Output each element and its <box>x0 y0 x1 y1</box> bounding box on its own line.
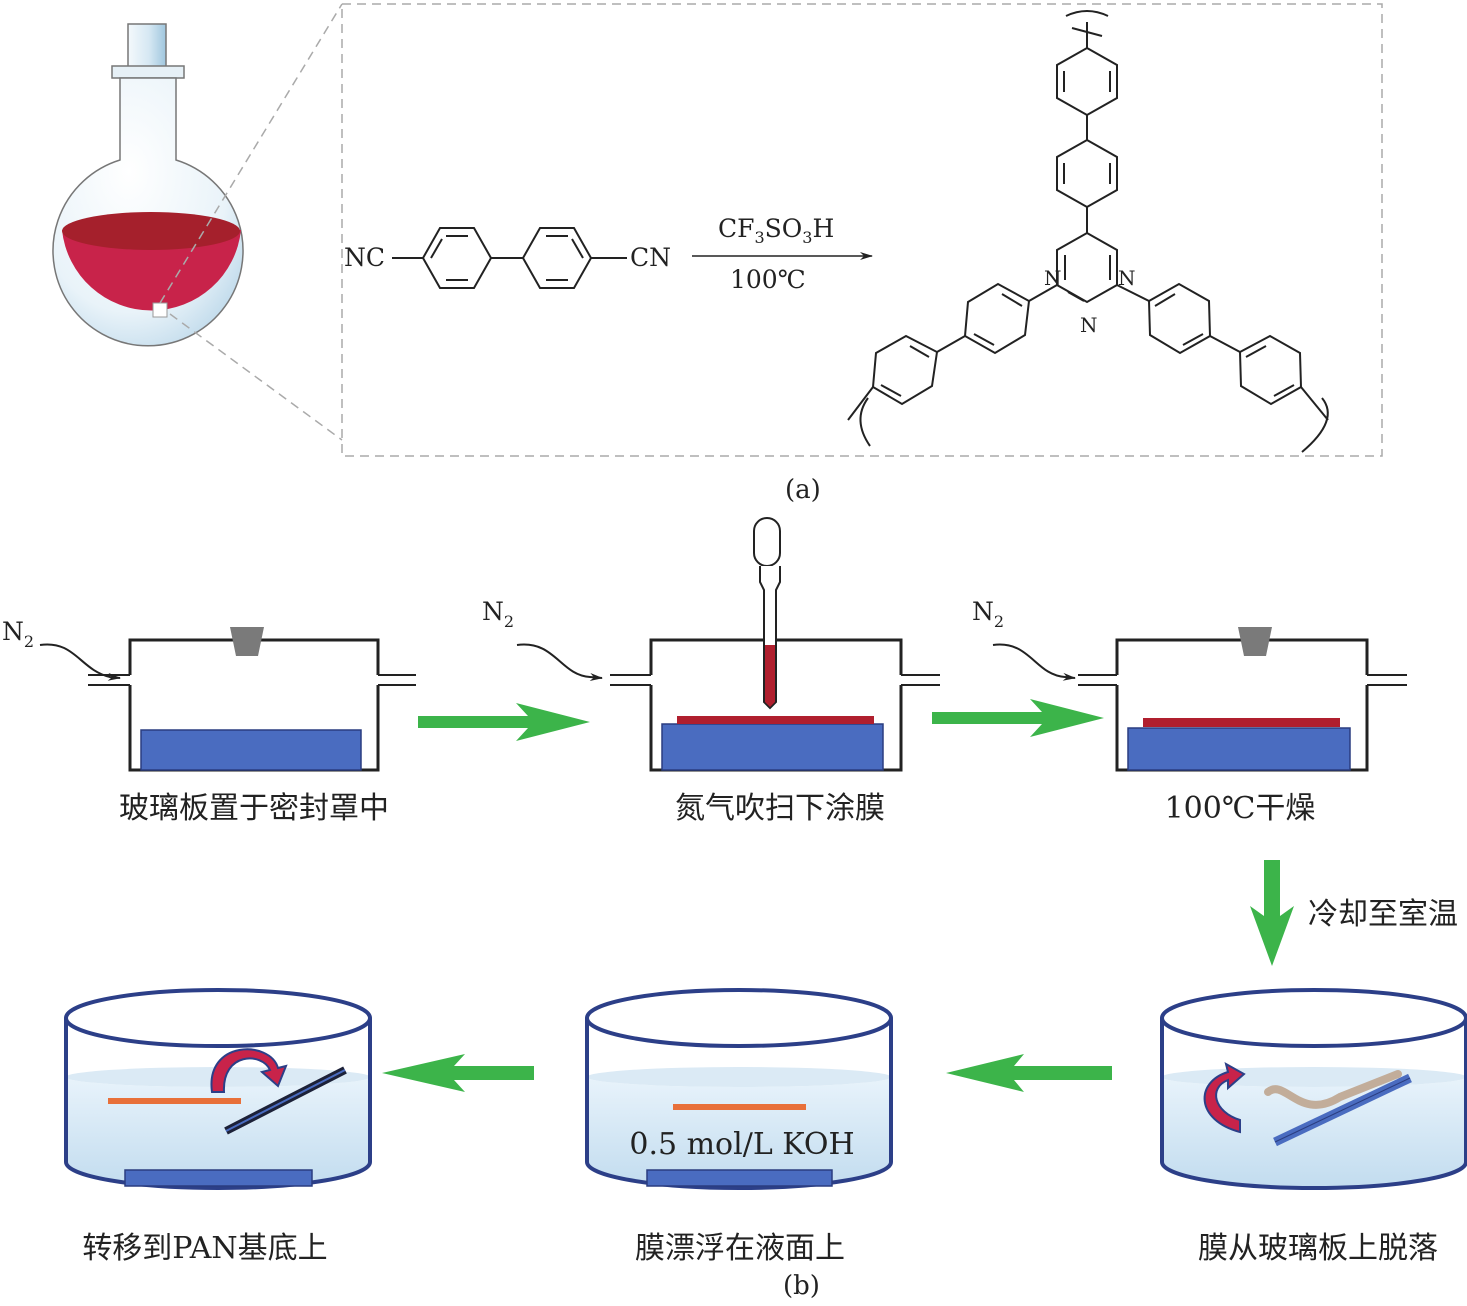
benzene-ring <box>421 227 493 289</box>
flow-arrows <box>382 699 1294 1092</box>
sealed-chamber <box>88 627 416 772</box>
benzene-ring <box>521 227 593 289</box>
nitrile-left: NC <box>344 243 385 272</box>
svg-text:N: N <box>1118 266 1136 290</box>
temperature-label: 100℃ <box>730 265 806 294</box>
floating-film <box>108 1098 241 1104</box>
nitrile-right: CN <box>630 243 671 272</box>
rotation-arrow <box>1203 1062 1246 1134</box>
triazine-atoms: N N N <box>1044 266 1136 337</box>
flow-arrow-down <box>1250 860 1294 966</box>
polymer-structure <box>847 10 1329 453</box>
glass-plate <box>124 1169 313 1187</box>
glass-plate <box>661 723 884 771</box>
glass-plate <box>140 729 362 771</box>
n2-label: N2 <box>482 597 514 631</box>
n2-flow-arrow <box>992 643 1076 681</box>
cooling-label: 冷却至室温 <box>1308 897 1458 932</box>
step-label: 氮气吹扫下涂膜 <box>675 791 885 826</box>
glass-plate <box>1127 727 1351 771</box>
flow-arrow-right <box>932 699 1104 737</box>
n2-label: N2 <box>2 617 34 651</box>
step-label: 转移到PAN基底上 <box>82 1231 327 1266</box>
flow-arrow-left <box>382 1054 534 1092</box>
step-label: 膜从玻璃板上脱落 <box>1198 1231 1438 1266</box>
step-label: 膜漂浮在液面上 <box>635 1231 845 1266</box>
reagent-label: CF3SO3H <box>718 214 834 247</box>
cast-film <box>677 716 874 724</box>
peeling-film <box>1264 1070 1402 1109</box>
n2-flow-arrow <box>516 643 603 681</box>
beaker <box>585 988 893 1190</box>
flow-arrow-left <box>946 1054 1112 1092</box>
zoom-guide-lines <box>159 3 1383 457</box>
flask-solution <box>62 230 241 311</box>
n2-label: N2 <box>972 597 1004 631</box>
panel-b-label: (b) <box>783 1271 820 1301</box>
round-bottom-flask <box>52 23 244 347</box>
dried-film <box>1143 718 1340 727</box>
sealed-chamber <box>610 517 940 772</box>
rotation-arrow <box>210 1048 288 1093</box>
monomer-structure: NC CN <box>344 227 671 289</box>
solution-label: 0.5 mol/L KOH <box>629 1127 854 1162</box>
n2-flow-arrow <box>39 643 121 681</box>
beaker <box>1160 988 1467 1190</box>
step-label: 100℃干燥 <box>1165 791 1316 826</box>
beaker <box>64 988 372 1190</box>
svg-text:N: N <box>1080 313 1098 337</box>
floating-film <box>673 1104 806 1110</box>
reaction-arrow: CF3SO3H 100℃ <box>692 214 873 294</box>
panel-a-label: (a) <box>785 475 821 505</box>
sealed-chamber <box>1078 627 1407 772</box>
pipette <box>753 517 781 710</box>
step-label: 玻璃板置于密封罩中 <box>119 791 389 826</box>
glass-plate <box>646 1169 833 1187</box>
svg-text:N: N <box>1044 266 1062 290</box>
flow-arrow-right <box>418 703 590 741</box>
